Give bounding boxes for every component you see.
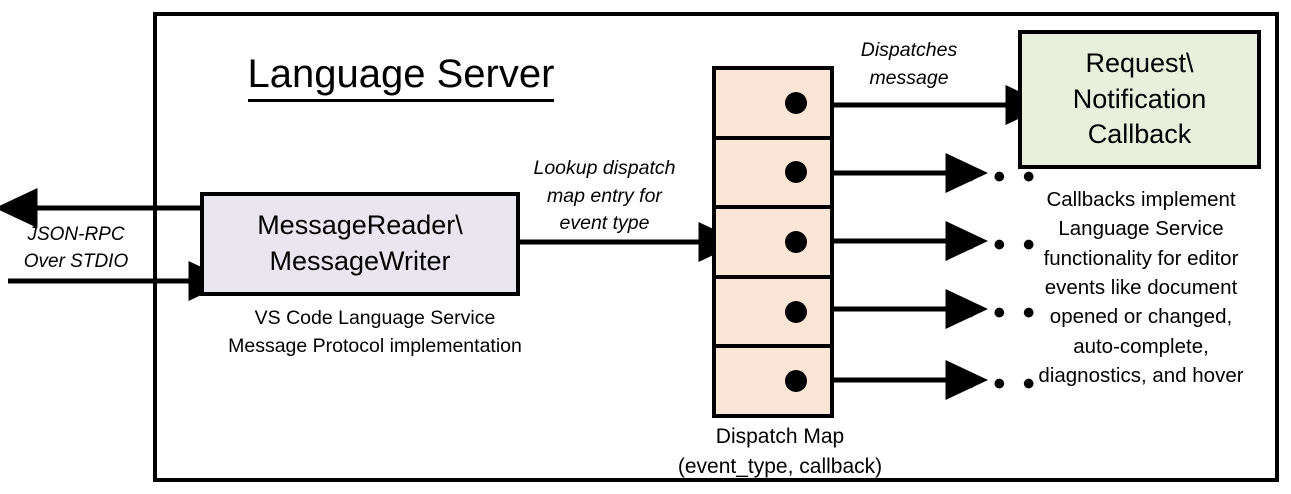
callback-description: Callbacks implement Language Service fun… — [1012, 185, 1270, 390]
message-reader-writer-box[interactable]: MessageReader\ MessageWriter — [200, 192, 520, 296]
callback-pointer-dot — [785, 161, 807, 184]
callback-desc-line: auto-complete, — [1073, 334, 1209, 358]
callback-pointer-dot — [785, 91, 807, 114]
lookup-label-line3: event type — [559, 212, 650, 235]
jsonrpc-label-line1: JSON-RPC — [27, 224, 125, 245]
callback-desc-line: functionality for editor — [1043, 246, 1239, 270]
callback-box-line1: Request\ — [1085, 47, 1194, 78]
page-title: Language Server — [236, 52, 566, 102]
callback-desc-line: diagnostics, and hover — [1038, 363, 1244, 387]
message-box-caption-line2: Message Protocol implementation — [228, 334, 522, 357]
ellipsis-row-5: • • • — [964, 365, 1039, 403]
lookup-dispatch-label: Lookup dispatch map entry for event type — [512, 155, 697, 238]
callback-desc-line: Language Service — [1058, 217, 1224, 241]
callback-desc-line: opened or changed, — [1049, 305, 1233, 329]
ellipsis-row-3: • • • — [964, 226, 1039, 264]
message-box-caption-line1: VS Code Language Service — [254, 307, 496, 329]
callback-pointer-dot — [785, 230, 807, 253]
lookup-label-line1: Lookup dispatch — [533, 157, 676, 179]
message-box-line2: MessageWriter — [269, 246, 451, 276]
dispatches-message-label: Dispatches message — [833, 37, 985, 92]
dispatch-map-row[interactable] — [716, 70, 830, 140]
dispatch-map-row[interactable] — [716, 348, 830, 414]
dispatch-map-caption: Dispatch Map (event_type, callback) — [640, 422, 920, 482]
jsonrpc-transport-label: JSON-RPC Over STDIO — [6, 222, 146, 276]
callback-box-line3: Callback — [1087, 119, 1192, 150]
dispatches-message-line2: message — [869, 66, 949, 89]
dispatch-map-row[interactable] — [716, 140, 830, 210]
language-server-boundary — [153, 12, 1279, 482]
lookup-label-line2: map entry for — [547, 184, 662, 207]
dispatch-map-row[interactable] — [716, 279, 830, 349]
dispatch-map-caption-line1: Dispatch Map — [715, 425, 845, 448]
dispatch-map-row[interactable] — [716, 209, 830, 279]
callback-pointer-dot — [785, 300, 807, 323]
message-box-caption: VS Code Language Service Message Protoco… — [200, 305, 550, 360]
jsonrpc-label-line2: Over STDIO — [23, 250, 129, 272]
callback-pointer-dot — [785, 370, 807, 393]
callback-desc-line: events like document — [1044, 275, 1238, 299]
callback-box-line2: Notification — [1072, 83, 1207, 114]
ellipsis-row-4: • • • — [964, 294, 1039, 332]
callback-desc-line: Callbacks implement — [1046, 188, 1236, 211]
message-box-line1: MessageReader\ — [257, 210, 463, 241]
dispatch-map-table[interactable] — [712, 66, 834, 418]
dispatch-map-caption-line2: (event_type, callback) — [677, 454, 883, 478]
dispatches-message-line1: Dispatches — [860, 39, 958, 61]
request-notification-callback-box[interactable]: Request\ Notification Callback — [1018, 30, 1261, 169]
page-title-text: Language Server — [247, 52, 555, 102]
